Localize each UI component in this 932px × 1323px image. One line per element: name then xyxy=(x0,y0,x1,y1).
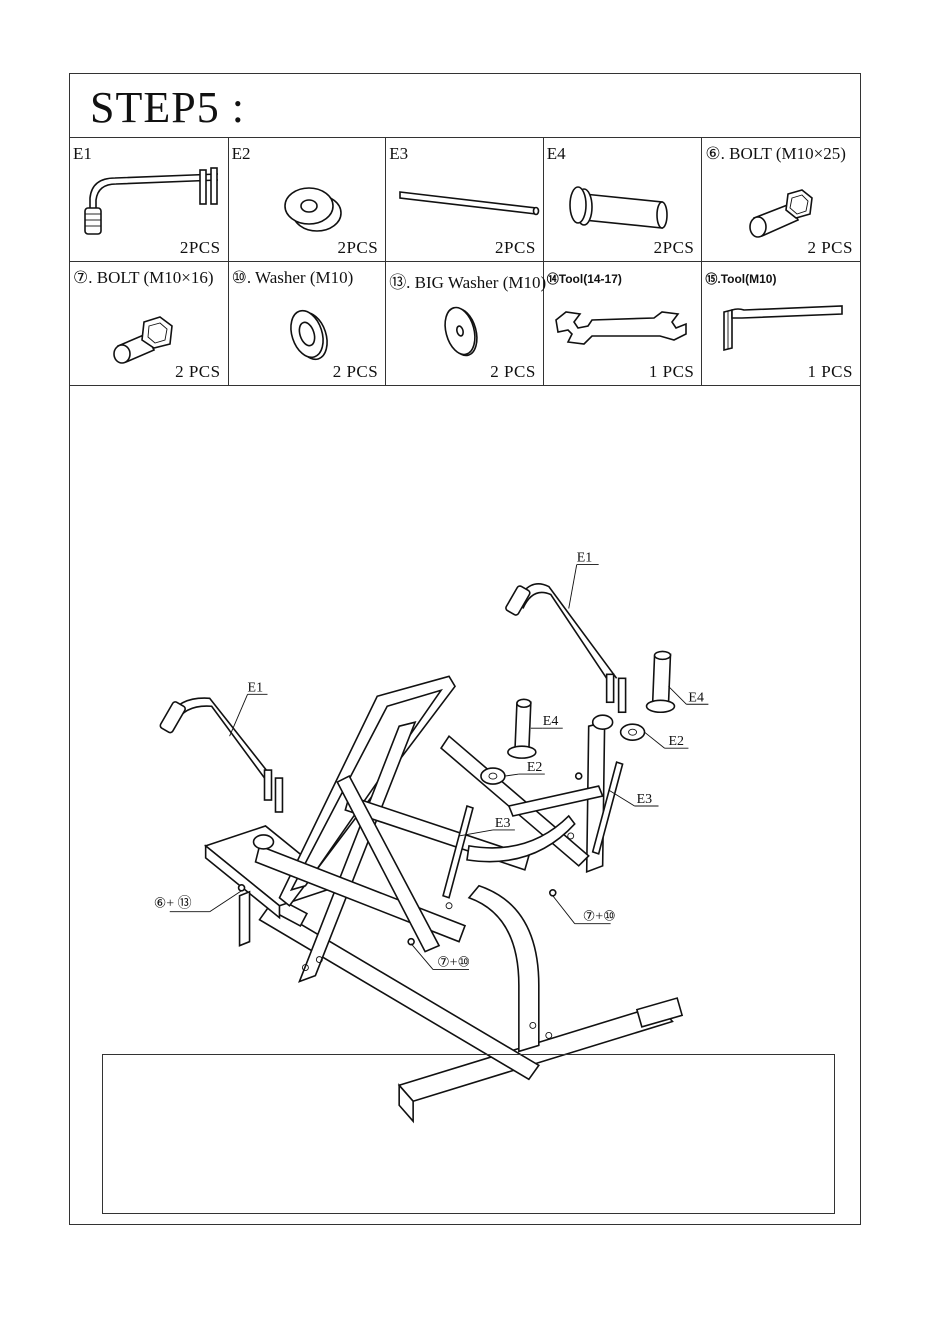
pivot-left xyxy=(254,835,274,849)
part-qty: 1 PCS xyxy=(649,362,695,382)
part-cell-hex-key: ⑮.Tool(M10) 1 PCS xyxy=(702,262,860,385)
part-cell-e3: E3 2PCS xyxy=(386,138,544,261)
part-qty: 2 PCS xyxy=(490,362,536,382)
bolt-marker xyxy=(239,885,245,891)
part-cell-bolt-m10x16: ⑦. BOLT (M10×16) 2 PCS xyxy=(70,262,229,385)
callout-e2-right: E2 xyxy=(668,734,684,749)
part-qty: 2PCS xyxy=(654,238,695,258)
step-frame: STEP5 : E1 2PCS E2 2PCS E xyxy=(69,73,861,1225)
part-cell-big-washer-m10: ⑬. BIG Washer (M10) 2 PCS xyxy=(386,262,544,385)
part-cell-wrench: ⑭Tool(14-17) 1 PCS xyxy=(544,262,703,385)
part-cell-washer-m10: ⑩. Washer (M10) 2 PCS xyxy=(229,262,387,385)
callout-e4-right: E4 xyxy=(688,690,704,705)
part-cell-e1: E1 2PCS xyxy=(70,138,229,261)
part-qty: 2PCS xyxy=(337,238,378,258)
callout-e1-left: E1 xyxy=(248,680,264,695)
bolt-marker xyxy=(550,890,556,896)
part-cell-e2: E2 2PCS xyxy=(229,138,387,261)
right-handle-e1 xyxy=(505,584,626,712)
title-row: STEP5 : xyxy=(70,74,860,138)
bushing-e2-right xyxy=(621,724,645,740)
part-qty: 2 PCS xyxy=(333,362,379,382)
parts-row-2: ⑦. BOLT (M10×16) 2 PCS ⑩. Washer (M10) 2… xyxy=(70,262,860,386)
bolt-marker xyxy=(576,773,582,779)
note-box xyxy=(102,1054,835,1214)
part-cell-bolt-m10x25: ⑥. BOLT (M10×25) 2 PCS xyxy=(702,138,860,261)
bushing-e2-center xyxy=(481,768,505,784)
grip-e4-right xyxy=(647,651,675,712)
callout-bolt-big-washer: ⑥+ ⑬ xyxy=(154,896,192,912)
callout-e4-center: E4 xyxy=(543,714,559,729)
part-qty: 2PCS xyxy=(180,238,221,258)
pivot-right xyxy=(593,715,613,729)
callout-e1-right: E1 xyxy=(577,551,593,566)
callout-e3-center: E3 xyxy=(495,816,511,831)
part-qty: 2 PCS xyxy=(175,362,221,382)
callout-e2-center: E2 xyxy=(527,760,543,775)
step-title: STEP5 : xyxy=(90,82,245,133)
left-handle-e1 xyxy=(159,698,282,812)
part-qty: 1 PCS xyxy=(807,362,853,382)
part-qty: 2 PCS xyxy=(807,238,853,258)
part-qty: 2PCS xyxy=(495,238,536,258)
callout-bolt-washer-center: ⑦+⑩ xyxy=(437,956,470,971)
grip-e4-center xyxy=(508,699,536,758)
parts-row-1: E1 2PCS E2 2PCS E3 xyxy=(70,138,860,262)
part-cell-e4: E4 2PCS xyxy=(544,138,703,261)
callout-e3-right: E3 xyxy=(637,792,653,807)
callout-bolt-washer-right: ⑦+⑩ xyxy=(583,910,616,925)
